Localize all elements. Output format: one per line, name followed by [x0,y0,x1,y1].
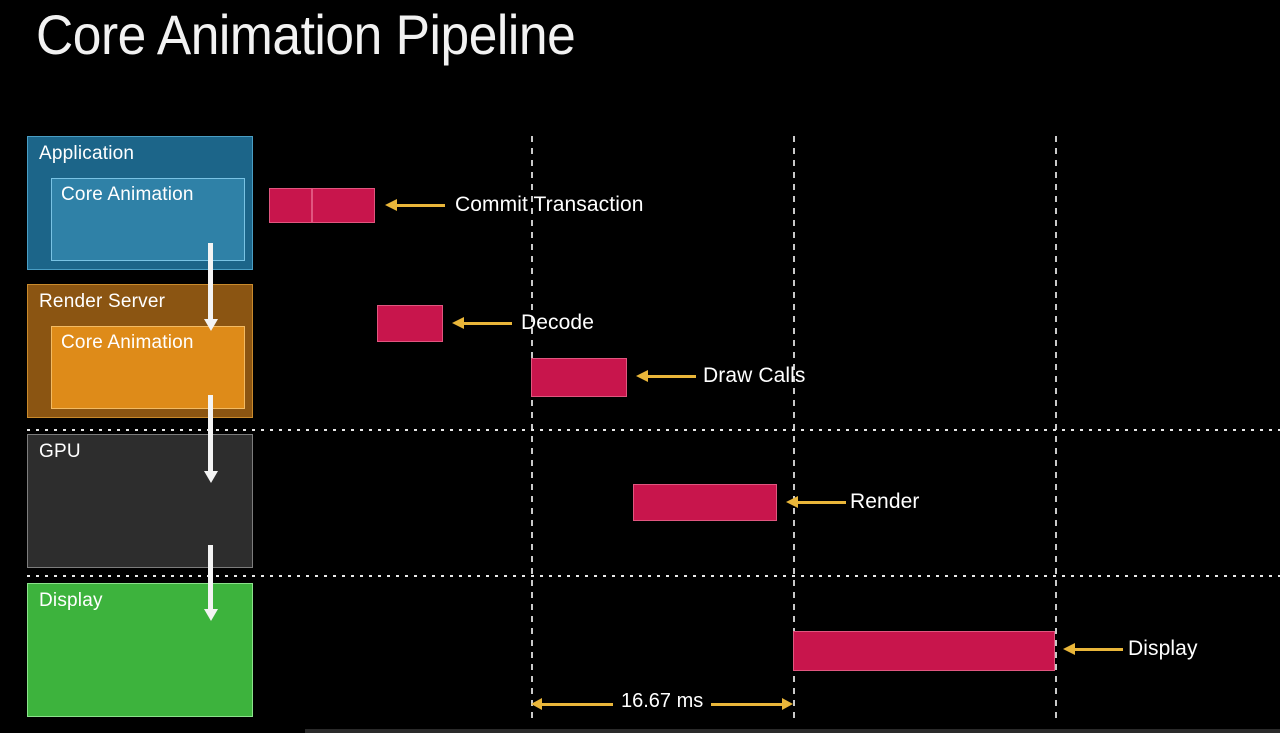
callout-label-display: Display [1128,637,1198,660]
page-title: Core Animation Pipeline [36,3,576,66]
stage-box-render-server: Render Server Core Animation [27,284,253,418]
arrow-head-left-icon [385,199,397,211]
arrow-head-down-icon [204,471,218,483]
callout-arrow-draw-calls [636,370,696,382]
callout-arrow-decode [452,317,512,329]
arrow-head-right-icon [782,698,793,710]
frame-duration-label: 16.67 ms [613,690,712,713]
stage-label-display: Display [39,590,103,611]
work-bar-draw-calls [531,358,627,397]
arrow-head-left-icon [452,317,464,329]
arrow-head-left-icon [1063,643,1075,655]
arrow-shaft [462,322,512,325]
callout-arrow-display [1063,643,1123,655]
lane-separator-display [27,575,1280,577]
flow-arrow-gpu-to-display [204,545,218,623]
work-bar-display [793,631,1055,671]
timeline-guide-1 [531,136,533,718]
arrow-shaft [646,375,696,378]
flow-arrow-application-to-render-server [204,243,218,333]
work-bar-render [633,484,777,521]
callout-arrow-render [786,496,846,508]
arrow-head-left-icon [636,370,648,382]
callout-label-render: Render [850,490,920,513]
stage-label-gpu: GPU [39,441,81,462]
callout-arrow-commit-transaction [385,199,445,211]
bottom-strip [305,729,1280,733]
timeline-guide-2 [793,136,795,718]
arrow-shaft [208,545,213,611]
callout-label-commit-transaction: Commit Transaction [455,193,644,216]
arrow-shaft [1073,648,1123,651]
flow-arrow-render-server-to-gpu [204,395,218,485]
work-bar-commit-transaction-segment-2 [312,188,375,223]
work-bar-decode [377,305,443,342]
callout-label-draw-calls: Draw Calls [703,364,806,387]
arrow-shaft [395,204,445,207]
arrow-head-down-icon [204,319,218,331]
arrow-head-down-icon [204,609,218,621]
stage-label-render-server: Render Server [39,291,166,312]
callout-label-decode: Decode [521,311,594,334]
inner-label-core-animation-render-server: Core Animation [61,332,194,353]
stage-box-display: Display [27,583,253,717]
inner-label-core-animation-application: Core Animation [61,184,194,205]
arrow-head-left-icon [786,496,798,508]
stage-box-application: Application Core Animation [27,136,253,270]
timeline-guide-3 [1055,136,1057,718]
stage-label-application: Application [39,143,135,164]
arrow-shaft [796,501,846,504]
arrow-shaft [208,395,213,473]
arrow-head-left-icon [531,698,542,710]
stage-box-gpu: GPU [27,434,253,568]
arrow-shaft [208,243,213,321]
lane-separator-gpu [27,429,1280,431]
work-bar-commit-transaction-segment-1 [269,188,312,223]
